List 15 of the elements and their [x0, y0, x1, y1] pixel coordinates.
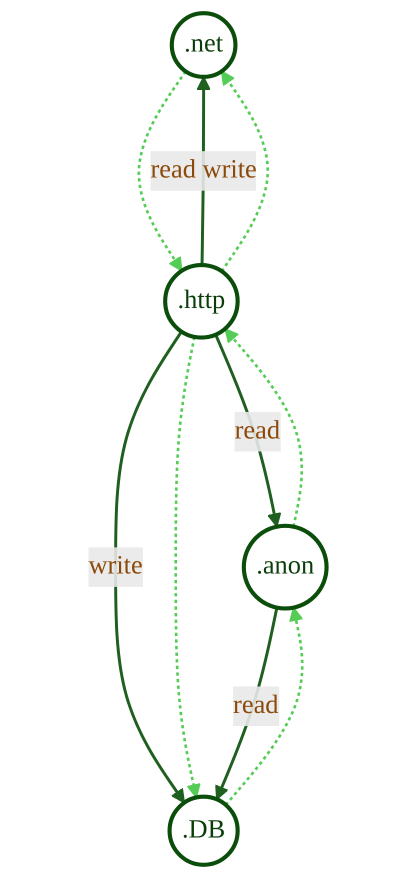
edge-label: write: [88, 552, 143, 580]
node-circle: [242, 524, 329, 611]
arrow: [215, 607, 278, 800]
arrow: [114, 330, 185, 804]
arrow: [174, 336, 201, 798]
node-circle: [170, 11, 238, 79]
edge-label: read: [234, 416, 280, 445]
arrow: [214, 334, 282, 528]
node-circle: [163, 263, 240, 340]
arrow: [138, 70, 187, 272]
edge-label: read write: [150, 156, 257, 184]
arrow: [220, 70, 270, 272]
arrow: [224, 328, 304, 527]
edge-label: read: [233, 691, 279, 720]
node-circle: [168, 794, 240, 867]
